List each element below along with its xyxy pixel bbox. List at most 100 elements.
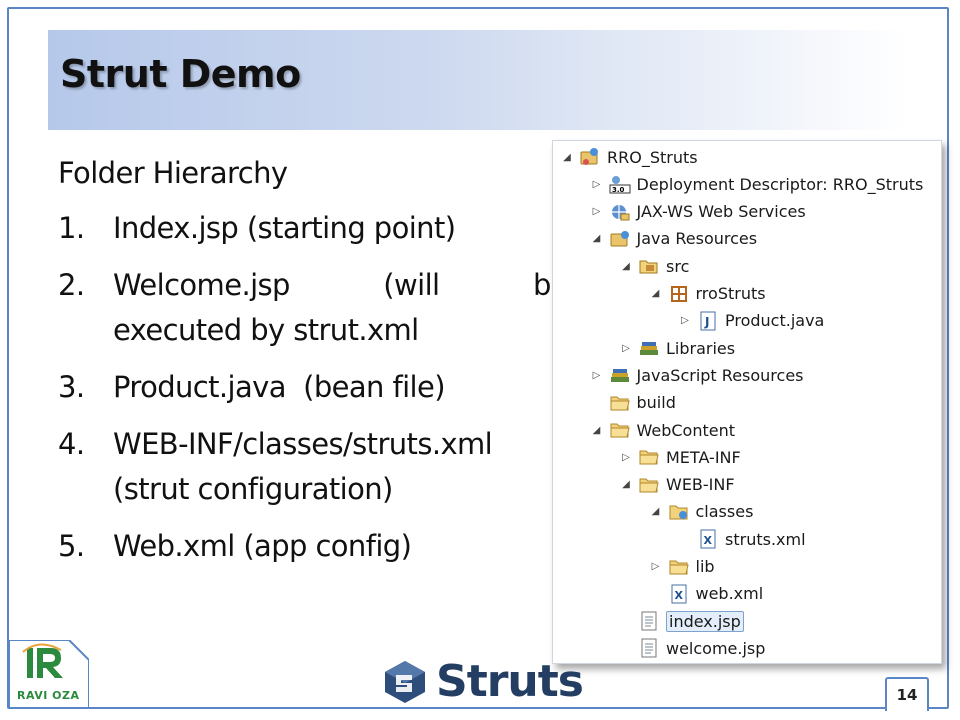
expanded-arrow-icon[interactable]: ◢ — [651, 288, 660, 299]
folder-icon — [668, 557, 690, 577]
tree-node-label: web.xml — [695, 584, 764, 604]
expanded-arrow-icon[interactable]: ◢ — [563, 151, 571, 163]
tree-node[interactable]: ▷ J Product.java — [679, 309, 824, 333]
tree-node[interactable]: ◢ classes — [650, 500, 754, 524]
title-band — [48, 30, 910, 130]
web-services-icon — [609, 202, 631, 222]
folder-icon — [609, 393, 631, 413]
tree-node-label: META-INF — [666, 447, 741, 467]
source-folder-icon — [638, 256, 660, 276]
list-item: 3. Product.java (bean file) — [58, 365, 568, 410]
svg-text:J: J — [704, 315, 709, 329]
tree-node-label: src — [666, 256, 690, 276]
list-item-text: Index.jsp (starting point) — [113, 211, 456, 245]
list-number: 2. — [58, 268, 85, 302]
tree-node[interactable]: build — [591, 391, 676, 415]
classes-folder-icon — [668, 502, 690, 522]
logo-caption: RAVI OZA — [17, 689, 80, 702]
list-item-text: Web.xml (app config) — [113, 529, 412, 563]
project-icon — [579, 147, 601, 167]
tree-node-label: lib — [695, 557, 715, 576]
expanded-arrow-icon[interactable]: ◢ — [622, 260, 630, 272]
tree-node-label: Java Resources — [636, 229, 758, 249]
jsp-file-icon — [638, 611, 660, 631]
tree-node[interactable]: ◢ WEB-INF — [620, 473, 735, 497]
folder-icon — [609, 420, 631, 440]
expanded-arrow-icon[interactable]: ◢ — [592, 424, 601, 436]
tree-node-label: Deployment Descriptor: RRO_Struts — [636, 174, 924, 194]
tree-node-label: struts.xml — [725, 529, 806, 549]
expanded-arrow-icon[interactable]: ◢ — [651, 506, 660, 518]
tree-node[interactable]: ▷ Libraries — [620, 336, 735, 360]
javascript-resources-icon — [609, 365, 631, 385]
java-file-icon: J — [697, 311, 719, 331]
tree-node[interactable]: index.jsp — [620, 609, 744, 633]
tree-node[interactable]: ◢ RRO_Struts — [561, 145, 698, 169]
collapsed-arrow-icon[interactable]: ▷ — [592, 369, 601, 381]
tree-node-label: welcome.jsp — [666, 638, 766, 658]
svg-text:3.0: 3.0 — [612, 186, 625, 194]
tree-node[interactable]: ◢ src — [620, 254, 689, 278]
tree-node-label: index.jsp — [666, 610, 744, 632]
tree-node-label: JavaScript Resources — [636, 365, 804, 385]
tree-node[interactable]: ◢ WebContent — [591, 418, 736, 442]
tree-node-label: WebContent — [636, 420, 736, 440]
list-number: 4. — [58, 427, 85, 461]
collapsed-arrow-icon[interactable]: ▷ — [651, 561, 660, 572]
list-item: 1. Index.jsp (starting point) — [58, 206, 568, 251]
tree-node-label: build — [636, 393, 676, 413]
list-item: 5. Web.xml (app config) — [58, 524, 568, 569]
folder-icon — [638, 475, 660, 495]
tree-node-label: RRO_Struts — [607, 147, 698, 167]
folder-icon — [638, 447, 660, 467]
list-item-line: (strut configuration) — [113, 472, 393, 506]
tree-node-label: WEB-INF — [666, 475, 735, 495]
list-item: 2. Welcome.jsp (will be executed by stru… — [58, 263, 569, 353]
list-number: 1. — [58, 211, 85, 245]
tree-node[interactable]: ▷ lib — [650, 555, 715, 579]
project-explorer-tree: ◢ RRO_Struts ▷ 3.0 Deployment Descriptor: RR… — [552, 140, 942, 664]
slide-title: Strut Demo — [60, 52, 301, 96]
list-item-text: Welcome.jsp (will be executed by strut.x… — [113, 263, 569, 353]
page-number: 14 — [885, 677, 929, 711]
jsp-file-icon — [638, 638, 660, 658]
expanded-arrow-icon[interactable]: ◢ — [622, 479, 630, 491]
tree-node-label: Libraries — [666, 338, 736, 358]
struts-wordmark: Struts — [436, 656, 584, 707]
list-item-text: Product.java (bean file) — [113, 370, 446, 404]
tree-node[interactable]: ◢ Java Resources — [591, 227, 758, 251]
section-heading: Folder Hierarchy — [58, 156, 288, 190]
tree-node-label: Product.java — [725, 311, 825, 331]
libraries-icon — [638, 338, 660, 358]
collapsed-arrow-icon[interactable]: ▷ — [622, 342, 630, 354]
tree-node[interactable]: ▷ JAX-WS Web Services — [591, 200, 806, 224]
tree-node[interactable]: welcome.jsp — [620, 636, 765, 660]
collapsed-arrow-icon[interactable]: ▷ — [622, 451, 630, 463]
tree-node-label: JAX-WS Web Services — [636, 202, 806, 222]
tree-node-label: classes — [695, 502, 754, 522]
java-resources-icon — [609, 229, 631, 249]
tree-node[interactable]: ▷ META-INF — [620, 445, 741, 469]
tree-node[interactable]: ▷ JavaScript Resources — [591, 363, 804, 387]
deployment-descriptor-icon: 3.0 — [609, 174, 631, 194]
expanded-arrow-icon[interactable]: ◢ — [592, 233, 601, 245]
tree-node[interactable]: ▷ 3.0 Deployment Descriptor: RRO_Struts — [591, 172, 924, 196]
list-item-line: Welcome.jsp (will be — [113, 268, 569, 302]
struts-logo-icon — [385, 660, 425, 703]
svg-text:X: X — [674, 589, 683, 602]
tree-node[interactable]: ◢rroStruts — [650, 282, 766, 306]
collapsed-arrow-icon[interactable]: ▷ — [592, 206, 601, 218]
list-item: 4. WEB-INF/classes/struts.xml (strut con… — [58, 422, 568, 512]
struts-logo: Struts — [382, 656, 584, 707]
xml-file-icon: X — [668, 584, 690, 604]
list-item-line: executed by strut.xml — [113, 313, 419, 347]
collapsed-arrow-icon[interactable]: ▷ — [681, 315, 689, 327]
list-number: 5. — [58, 529, 85, 563]
xml-file-icon: X — [697, 529, 719, 549]
collapsed-arrow-icon[interactable]: ▷ — [592, 178, 601, 190]
slide-frame — [7, 7, 949, 709]
svg-text:X: X — [704, 534, 713, 547]
list-item-text: WEB-INF/classes/struts.xml (strut config… — [113, 422, 568, 512]
